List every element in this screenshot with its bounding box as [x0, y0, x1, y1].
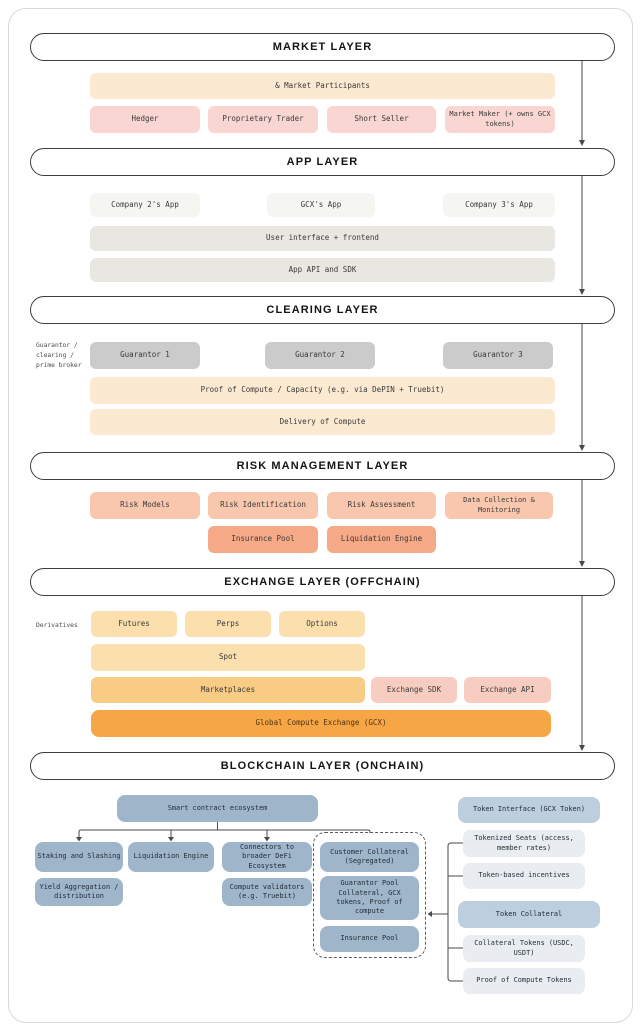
perps-box: Perps: [185, 611, 271, 637]
app-gcx: GCX's App: [267, 193, 375, 217]
risk-assessment: Risk Assessment: [327, 492, 436, 519]
ui-frontend-box: User interface + frontend: [90, 226, 555, 251]
risk-models: Risk Models: [90, 492, 200, 519]
role-proprietary-trader: Proprietary Trader: [208, 106, 318, 133]
layer-header-market: MARKET LAYER: [30, 33, 615, 61]
customer-collateral: Customer Collateral (Segregated): [320, 842, 419, 872]
token-interface: Token Interface (GCX Token): [458, 797, 600, 823]
yield-aggregation: Yield Aggregation / distribution: [35, 878, 123, 906]
guarantor-3: Guarantor 3: [443, 342, 553, 369]
layer-header-exchange: EXCHANGE LAYER (OFFCHAIN): [30, 568, 615, 596]
smart-contract-root: Smart contract ecosystem: [117, 795, 318, 822]
data-collection-monitoring: Data Collection & Monitoring: [445, 492, 553, 519]
insurance-pool: Insurance Pool: [208, 526, 318, 553]
spot-box: Spot: [91, 644, 365, 671]
proof-of-compute-tokens: Proof of Compute Tokens: [463, 968, 585, 994]
role-market-maker: Market Maker (+ owns GCX tokens): [445, 106, 555, 133]
futures-box: Futures: [91, 611, 177, 637]
options-box: Options: [279, 611, 365, 637]
insurance-pool-onchain: Insurance Pool: [320, 926, 419, 952]
collateral-group-outline: [313, 832, 426, 958]
app-api-sdk-box: App API and SDK: [90, 258, 555, 282]
derivatives-label: Derivatives: [36, 622, 78, 629]
delivery-of-compute-box: Delivery of Compute: [90, 409, 555, 435]
marketplaces-box: Marketplaces: [91, 677, 365, 703]
risk-identification: Risk Identification: [208, 492, 318, 519]
guarantor-1: Guarantor 1: [90, 342, 200, 369]
gcx-box: Global Compute Exchange (GCX): [91, 710, 551, 737]
app-company2: Company 2's App: [90, 193, 200, 217]
guarantor-2: Guarantor 2: [265, 342, 375, 369]
layer-header-blockchain: BLOCKCHAIN LAYER (ONCHAIN): [30, 752, 615, 780]
liquidation-engine-onchain: Liquidation Engine: [128, 842, 214, 872]
tokenized-seats: Tokenized Seats (access, member rates): [463, 830, 585, 857]
token-collateral: Token Collateral: [458, 901, 600, 928]
defi-connectors: Connectors to broader DeFi Ecosystem: [222, 842, 312, 872]
layer-header-app: APP LAYER: [30, 148, 615, 176]
liquidation-engine: Liquidation Engine: [327, 526, 436, 553]
layer-header-clearing: CLEARING LAYER: [30, 296, 615, 324]
proof-of-compute-box: Proof of Compute / Capacity (e.g. via De…: [90, 377, 555, 404]
token-incentives: Token-based incentives: [463, 863, 585, 889]
exchange-api-box: Exchange API: [464, 677, 551, 703]
role-hedger: Hedger: [90, 106, 200, 133]
role-short-seller: Short Seller: [327, 106, 436, 133]
compute-validators: Compute validators (e.g. Truebit): [222, 878, 312, 906]
clearing-side-label: Guarantor / clearing / prime broker: [36, 342, 82, 369]
exchange-sdk-box: Exchange SDK: [371, 677, 457, 703]
guarantor-pool-collateral: Guarantor Pool Collateral, GCX tokens, P…: [320, 876, 419, 920]
staking-slashing: Staking and Slashing: [35, 842, 123, 872]
market-participants-box: & Market Participants: [90, 73, 555, 99]
app-company3: Company 3's App: [443, 193, 555, 217]
layer-header-risk: RISK MANAGEMENT LAYER: [30, 452, 615, 480]
collateral-tokens: Collateral Tokens (USDC, USDT): [463, 935, 585, 962]
